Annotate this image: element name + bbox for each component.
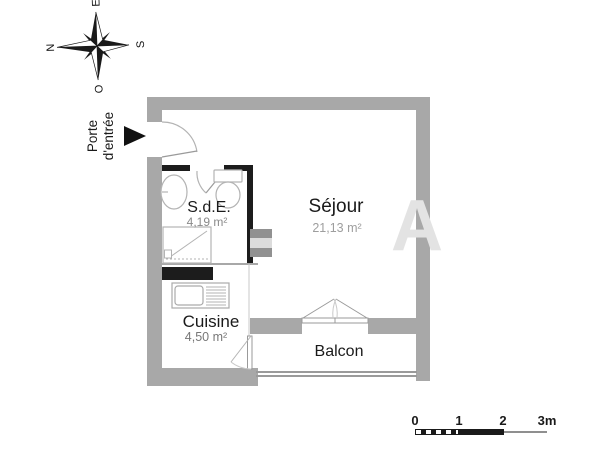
wall-sejour-balcony-right (368, 318, 430, 334)
french-door-frame-left (301, 317, 336, 324)
wall-left (147, 157, 162, 386)
watermark: A (391, 186, 443, 266)
cuisine-balcony-door-open (230, 335, 252, 363)
french-door-leaf-right (335, 298, 368, 319)
compass-point-n (57, 46, 97, 53)
compass-label-south: S (135, 41, 147, 49)
scale-segment-dashed (415, 429, 459, 435)
french-door-frame-right (334, 317, 369, 324)
entrance-door-leaf (161, 150, 198, 158)
partition-sde-top-right (224, 165, 253, 171)
entrance-door-swing (161, 121, 198, 153)
shower (162, 226, 212, 264)
compass-rose-icon: N E S O (43, 0, 151, 100)
balcony-railing (256, 371, 417, 373)
scale-segment-solid (459, 429, 504, 435)
compass-point-w (97, 46, 104, 80)
compass-label-east: E (90, 0, 102, 7)
wall-top (147, 97, 430, 110)
partition-sde-bottom (162, 267, 213, 280)
room-area-sejour: 21,13 m² (312, 221, 362, 235)
compass-label-north: N (45, 43, 57, 51)
toilet (213, 169, 243, 183)
room-label-sejour: Séjour (308, 196, 364, 217)
room-area-cuisine: 4,50 m² (184, 330, 228, 344)
scale-label-3m: 3m (537, 413, 557, 428)
cuisine-balcony-door-leaf (247, 335, 253, 370)
kitchen-sink-basin (174, 285, 204, 306)
radiator (250, 229, 272, 257)
compass-point-e (90, 12, 97, 46)
scale-label-0: 0 (411, 413, 419, 428)
wall-right (416, 97, 430, 381)
compass-label-west: O (93, 84, 105, 93)
scale-label-1: 1 (455, 413, 463, 428)
scale-label-2: 2 (499, 413, 507, 428)
room-label-cuisine: Cuisine (182, 312, 240, 331)
kitchen-sink-unit (171, 282, 230, 309)
shower-diagonal (169, 230, 208, 258)
entrance-arrow-icon (124, 126, 146, 146)
scale-segment-thin (504, 431, 547, 433)
room-label-sde: S.d.E. (187, 199, 231, 216)
sde-door-swing (196, 170, 207, 194)
room-label-balcon: Balcon (314, 343, 364, 360)
balcony-railing (256, 375, 417, 377)
wall-sejour-balcony-left (250, 318, 302, 334)
compass-point-s (97, 39, 129, 46)
wall-bottom-cuisine (147, 368, 258, 386)
washbasin (160, 174, 188, 210)
kitchen-drainboard (206, 286, 226, 306)
french-door-swing-right (332, 298, 337, 319)
shower-drain (164, 249, 172, 259)
entrance-label: Porte d'entrée (85, 111, 117, 161)
wall-left-above-door (147, 97, 162, 122)
french-door-leaf-left (302, 298, 335, 319)
room-area-sde: 4,19 m² (186, 215, 228, 229)
sde-door-leaf (205, 170, 225, 194)
partition-sde-top-left (162, 165, 190, 171)
partition-sde-right (247, 165, 253, 263)
french-door-swing-left (333, 298, 338, 319)
